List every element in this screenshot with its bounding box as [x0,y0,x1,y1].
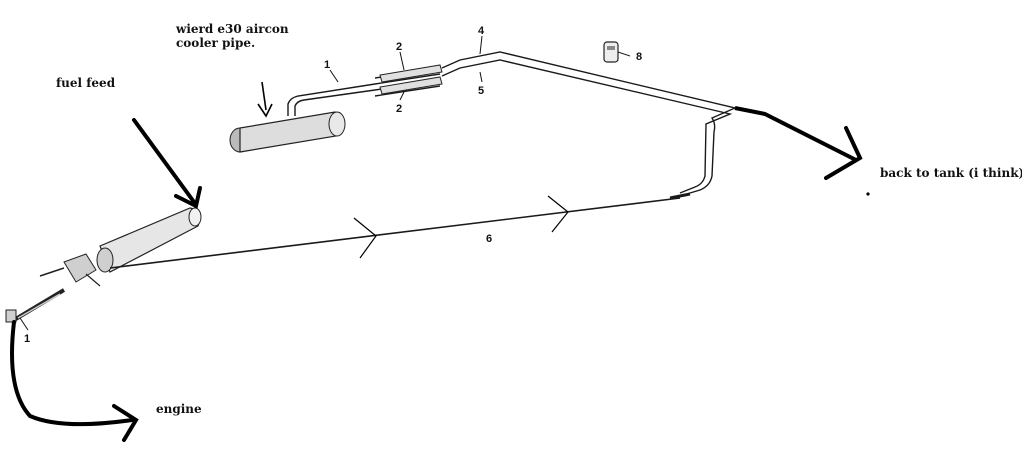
cooler-cylinder [229,111,346,153]
callout-8: 8 [636,51,642,63]
fuel-feed-label: fuel feed [56,76,116,90]
engine-arrow [10,320,139,442]
callout-2-upper: 2 [396,41,402,53]
fuel-feed-arrow [132,118,202,209]
cooler-pipe-label-line2: cooler pipe. [176,36,256,50]
back-to-tank-label: back to tank (i think) [880,166,1022,180]
callout-leaders [19,35,483,331]
engine-label: engine [156,402,202,416]
flow-arrow-marks [353,195,569,259]
callout-1-bottom: 1 [24,333,30,345]
pipe-sleeve-lower [379,76,443,95]
cooler-pipe-label-line1: wierd e30 aircon [176,22,289,36]
clip-part [603,41,631,63]
callout-2-lower: 2 [396,103,402,115]
pipe-sleeve-upper [379,64,443,83]
fuel-filter [39,207,202,287]
callout-6: 6 [486,233,492,245]
long-pipes [441,51,738,197]
stray-dot [866,192,870,196]
callout-1-top: 1 [324,59,330,71]
line-fitting [669,192,691,200]
back-to-tank-arrow [763,112,863,180]
return-hose [734,106,766,116]
engine-feed-hose [5,288,66,323]
callout-4: 4 [478,25,485,37]
cooler-pipe-label: wierd e30 aircon cooler pipe. [176,22,289,50]
cooler-pointer-arrow [257,81,273,118]
callout-5: 5 [478,85,484,97]
fuel-line-6 [109,197,681,269]
